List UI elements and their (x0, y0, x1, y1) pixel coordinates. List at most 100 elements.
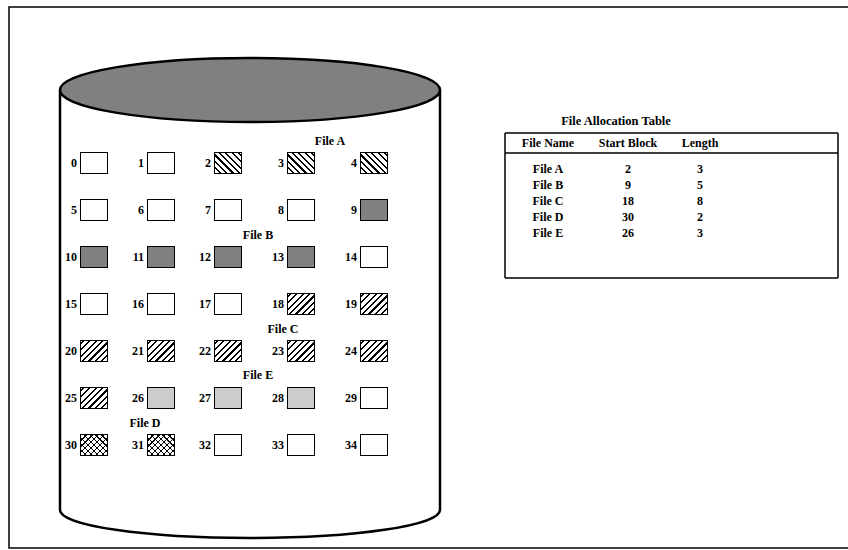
outer-frame (9, 7, 848, 548)
table-cell: 9 (625, 178, 631, 192)
disk-block: 8 (255, 199, 315, 221)
disk-block: 29 (328, 387, 388, 409)
block-number: 19 (345, 297, 357, 311)
block-box (147, 152, 175, 174)
block-box (287, 434, 315, 456)
table-cell: 8 (697, 194, 703, 208)
block-box (360, 246, 388, 268)
block-number: 8 (278, 203, 284, 217)
block-number: 21 (132, 344, 144, 358)
file-label: File A (315, 134, 345, 148)
disk-block: 18 (255, 293, 315, 315)
disk-block: 0 (48, 152, 108, 174)
block-number: 30 (65, 438, 77, 452)
disk-block: 13 (255, 246, 315, 268)
block-number: 23 (272, 344, 284, 358)
block-box (360, 434, 388, 456)
block-number: 20 (65, 344, 77, 358)
block-number: 32 (199, 438, 211, 452)
table-cell: 30 (622, 210, 634, 224)
block-number: 12 (199, 250, 211, 264)
file-label: File C (268, 322, 299, 336)
table-header: Length (682, 136, 719, 150)
block-box (360, 199, 388, 221)
disk-block: 27 (182, 387, 242, 409)
block-number: 17 (199, 297, 211, 311)
block-number: 18 (272, 297, 284, 311)
block-number: 33 (272, 438, 284, 452)
block-number: 28 (272, 391, 284, 405)
disk-block: 32 (182, 434, 242, 456)
disk-block: 23 (255, 340, 315, 362)
disk-block: 28 (255, 387, 315, 409)
table-cell: 2 (697, 210, 703, 224)
block-number: 6 (138, 203, 144, 217)
block-box (214, 387, 242, 409)
file-label: File D (130, 416, 161, 430)
block-number: 34 (345, 438, 357, 452)
block-box (214, 199, 242, 221)
block-number: 4 (351, 156, 357, 170)
table-cell: 18 (622, 194, 634, 208)
block-box (287, 246, 315, 268)
disk-block: 21 (115, 340, 175, 362)
block-number: 2 (205, 156, 211, 170)
disk-block: 34 (328, 434, 388, 456)
disk-block: 15 (48, 293, 108, 315)
table-cell: File B (533, 178, 563, 192)
block-box (360, 340, 388, 362)
block-box (360, 152, 388, 174)
block-box (80, 434, 108, 456)
block-box (287, 152, 315, 174)
block-number: 29 (345, 391, 357, 405)
block-number: 31 (132, 438, 144, 452)
block-number: 27 (199, 391, 211, 405)
table-cell: File D (533, 210, 564, 224)
table-header: File Name (522, 136, 574, 150)
table-cell: 3 (697, 162, 703, 176)
block-box (80, 293, 108, 315)
block-box (147, 293, 175, 315)
disk-block: 12 (182, 246, 242, 268)
block-number: 1 (138, 156, 144, 170)
block-number: 16 (132, 297, 144, 311)
disk-block: 10 (48, 246, 108, 268)
block-number: 14 (345, 250, 357, 264)
table-header: Start Block (599, 136, 657, 150)
block-box (80, 387, 108, 409)
table-cell: 3 (697, 226, 703, 240)
block-number: 10 (65, 250, 77, 264)
block-box (147, 246, 175, 268)
table-cell: File A (533, 162, 563, 176)
block-number: 24 (345, 344, 357, 358)
block-number: 25 (65, 391, 77, 405)
block-number: 7 (205, 203, 211, 217)
disk-block: 33 (255, 434, 315, 456)
block-box (147, 387, 175, 409)
block-box (214, 246, 242, 268)
disk-block: 4 (328, 152, 388, 174)
disk-block: 30 (48, 434, 108, 456)
disk-block: 17 (182, 293, 242, 315)
cylinder-body (60, 90, 440, 538)
block-number: 9 (351, 203, 357, 217)
block-box (147, 434, 175, 456)
block-box (287, 293, 315, 315)
disk-block: 24 (328, 340, 388, 362)
block-number: 26 (132, 391, 144, 405)
block-box (147, 199, 175, 221)
disk-block: 31 (115, 434, 175, 456)
table-title: File Allocation Table (561, 114, 671, 128)
disk-block: 6 (115, 199, 175, 221)
table-cell: 2 (625, 162, 631, 176)
block-box (287, 199, 315, 221)
cylinder-top (60, 58, 440, 122)
disk-block: 16 (115, 293, 175, 315)
block-box (360, 387, 388, 409)
disk-block: 1 (115, 152, 175, 174)
block-box (147, 340, 175, 362)
disk-block: 5 (48, 199, 108, 221)
block-number: 15 (65, 297, 77, 311)
disk-block: 19 (328, 293, 388, 315)
